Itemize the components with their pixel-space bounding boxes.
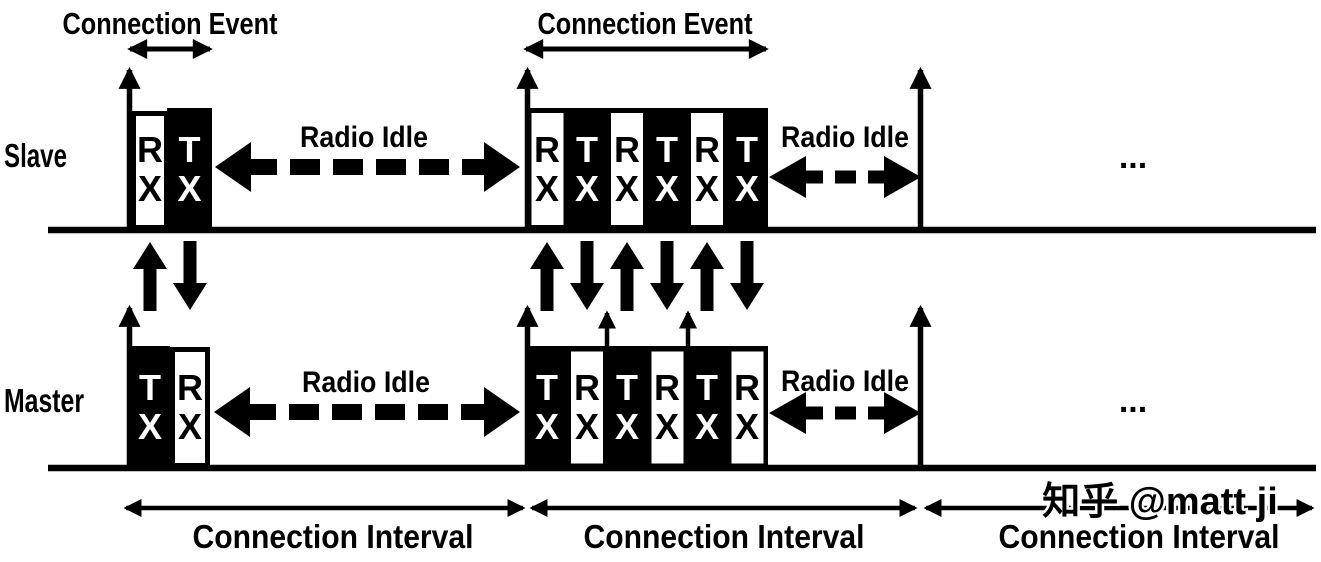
packet-letter: X	[178, 406, 202, 447]
radio-idle-arrowhead-right	[884, 156, 921, 198]
packet-letter: X	[138, 168, 162, 209]
packet-letter: T	[576, 129, 598, 170]
packet-letter: R	[137, 129, 163, 170]
packet-letter: R	[534, 129, 560, 170]
slave-row-label: Slave	[4, 137, 67, 174]
packet-down-arrow	[570, 241, 604, 310]
packet-letter: T	[656, 129, 678, 170]
master-row-label: Master	[4, 382, 84, 419]
connection-interval-label: Connection Interval	[584, 518, 865, 555]
master-event-1-packets: T X R X	[130, 346, 210, 468]
packet-letter: X	[695, 168, 719, 209]
packet-letter: X	[735, 406, 759, 447]
packet-down-arrow	[650, 241, 684, 310]
radio-idle-arrowhead-right	[884, 392, 921, 434]
packet-letter: R	[654, 367, 680, 408]
packet-letter: T	[179, 129, 201, 170]
connection-event-annotation-2: Connection Event	[523, 6, 769, 59]
radio-idle-arrowhead-left	[214, 387, 250, 437]
packet-letter: T	[736, 129, 758, 170]
rx-block	[611, 113, 643, 225]
packet-down-arrow	[730, 241, 764, 310]
packet-letter: X	[177, 168, 201, 209]
rx-block	[531, 113, 564, 225]
packet-letter: R	[177, 367, 203, 408]
packet-train-block	[527, 108, 768, 230]
connection-interval-label: Connection Interval	[999, 518, 1280, 555]
continuation-ellipsis: ...	[1119, 382, 1147, 420]
radio-idle-arrowhead-left	[769, 392, 806, 434]
packet-down-arrow	[173, 241, 207, 310]
master-event-2-packets: T X R X T X R X T X R X	[527, 346, 768, 468]
tx-block	[130, 346, 170, 468]
connection-interval-annotations: Connection Interval Connection Interval …	[123, 499, 1315, 555]
connection-event-label: Connection Event	[538, 6, 753, 41]
packet-up-arrow	[133, 242, 167, 311]
radio-idle-arrowhead-right	[484, 387, 520, 437]
packet-letter: X	[655, 406, 679, 447]
tx-block	[167, 108, 212, 230]
continuation-ellipsis: ...	[1119, 138, 1147, 176]
rx-block	[691, 113, 723, 225]
radio-idle-annotation-slave-2: Radio Idle	[769, 121, 921, 198]
packet-letter: X	[535, 406, 559, 447]
packet-letter: X	[535, 168, 559, 209]
packet-letter: X	[138, 406, 162, 447]
radio-idle-arrowhead-left	[769, 156, 806, 198]
radio-idle-arrowhead-left	[215, 142, 251, 192]
packet-letter: X	[575, 168, 599, 209]
packet-letter: X	[695, 406, 719, 447]
watermark: 知乎 @matt ji	[1042, 481, 1278, 523]
packet-letter: X	[575, 406, 599, 447]
radio-idle-label: Radio Idle	[781, 365, 909, 398]
packet-letter: T	[616, 367, 638, 408]
connection-interval-label: Connection Interval	[193, 518, 474, 555]
connection-event-annotation-1: Connection Event	[63, 6, 278, 59]
packet-up-arrow	[530, 242, 564, 311]
radio-idle-annotation-master-2: Radio Idle	[769, 365, 921, 434]
packet-up-arrow	[690, 242, 724, 311]
packet-train-block	[527, 346, 768, 468]
packet-letter: X	[615, 168, 639, 209]
radio-idle-label: Radio Idle	[781, 121, 909, 154]
rx-block	[731, 351, 764, 464]
radio-idle-annotation-slave-1: Radio Idle	[215, 121, 520, 192]
slave-event-1-packets: R X T X	[131, 108, 212, 230]
rx-block	[131, 111, 169, 230]
packet-letter: X	[735, 168, 759, 209]
rx-block	[651, 351, 684, 464]
packet-letter: T	[696, 367, 718, 408]
rx-block	[571, 351, 603, 464]
radio-idle-label: Radio Idle	[302, 366, 430, 399]
packet-letter: R	[574, 367, 600, 408]
slave-event-2-packets: R X T X R X T X R X T X	[527, 108, 768, 230]
packet-letter: T	[536, 367, 558, 408]
radio-idle-arrowhead-right	[484, 142, 520, 192]
radio-idle-label: Radio Idle	[300, 121, 428, 154]
connection-event-label: Connection Event	[63, 6, 278, 41]
packet-letter: R	[734, 367, 760, 408]
radio-idle-annotation-master-1: Radio Idle	[214, 366, 520, 437]
packet-letter: X	[655, 168, 679, 209]
packet-letter: R	[614, 129, 640, 170]
packet-letter: T	[139, 367, 161, 408]
packet-letter: X	[615, 406, 639, 447]
packet-up-arrow	[610, 242, 644, 311]
packet-letter: R	[694, 129, 720, 170]
